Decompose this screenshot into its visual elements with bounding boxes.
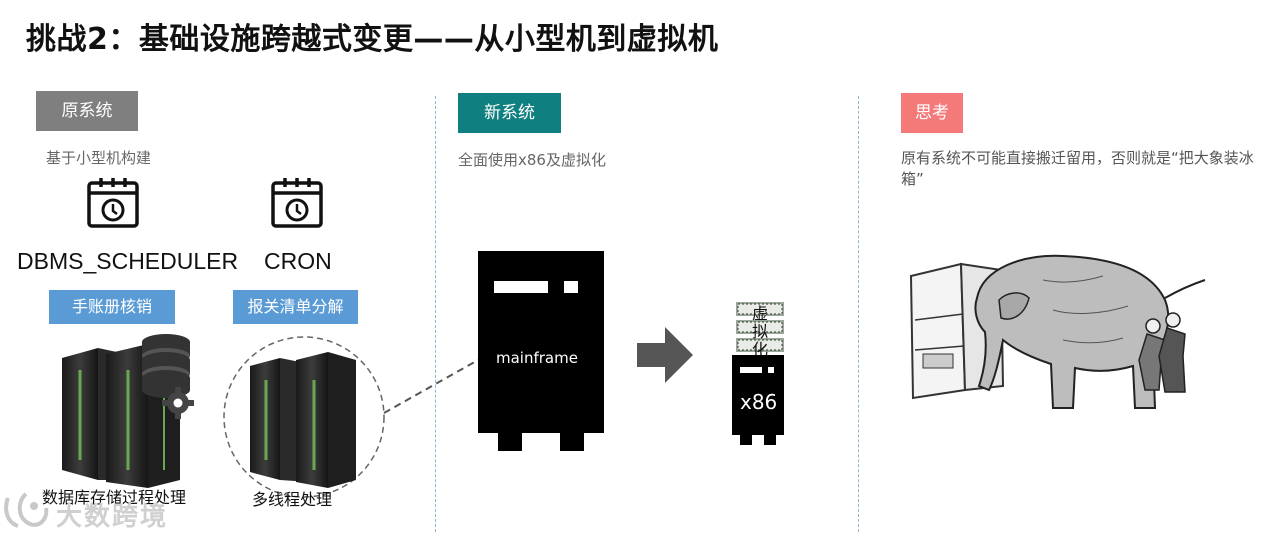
multithread-caption: 多线程处理 bbox=[252, 490, 333, 509]
section-divider-left bbox=[435, 96, 436, 532]
virtualized-layers-icon bbox=[736, 302, 784, 352]
thinking-text: 原有系统不可能直接搬迁留用，否则就是“把大象装冰箱” bbox=[901, 149, 1254, 188]
db-procedure-caption: 数据库存储过程处理 bbox=[42, 488, 187, 507]
mainframe-label: mainframe bbox=[496, 349, 578, 367]
calendar-clock-icon bbox=[87, 178, 139, 228]
new-system-subtitle: 全面使用x86及虚拟化 bbox=[458, 151, 606, 169]
x86-server-icon bbox=[732, 355, 784, 445]
page-title: 挑战2：基础设施跨越式变更——从小型机到虚拟机 bbox=[26, 22, 719, 57]
elephant-fridge-illustration bbox=[909, 254, 1206, 409]
thinking-tag: 思考 bbox=[901, 93, 963, 133]
x86-label: x86 bbox=[740, 390, 778, 414]
mainframe-server-icon bbox=[478, 251, 604, 451]
original-system-subtitle: 基于小型机构建 bbox=[46, 149, 152, 167]
watermark-text: 大数跨境 bbox=[56, 502, 169, 532]
watermark-logo-icon bbox=[4, 492, 49, 528]
section-divider-right bbox=[858, 96, 859, 532]
database-gear-icon bbox=[142, 334, 194, 419]
right-arrow-icon bbox=[637, 327, 693, 383]
cron-label: CRON bbox=[264, 248, 332, 274]
virt-char-3: 化 bbox=[752, 340, 769, 359]
calendar-clock-icon bbox=[271, 178, 323, 228]
customs-list-tag: 报关清单分解 bbox=[233, 290, 358, 324]
dbms-scheduler-label: DBMS_SCHEDULER bbox=[17, 248, 239, 274]
new-system-tag: 新系统 bbox=[458, 93, 561, 133]
original-system-tag: 原系统 bbox=[36, 91, 138, 131]
virt-char-1: 虚 bbox=[752, 304, 769, 323]
manual-ledger-tag: 手账册核销 bbox=[49, 290, 175, 324]
multithread-group bbox=[223, 336, 385, 498]
virt-char-2: 拟 bbox=[752, 322, 769, 341]
